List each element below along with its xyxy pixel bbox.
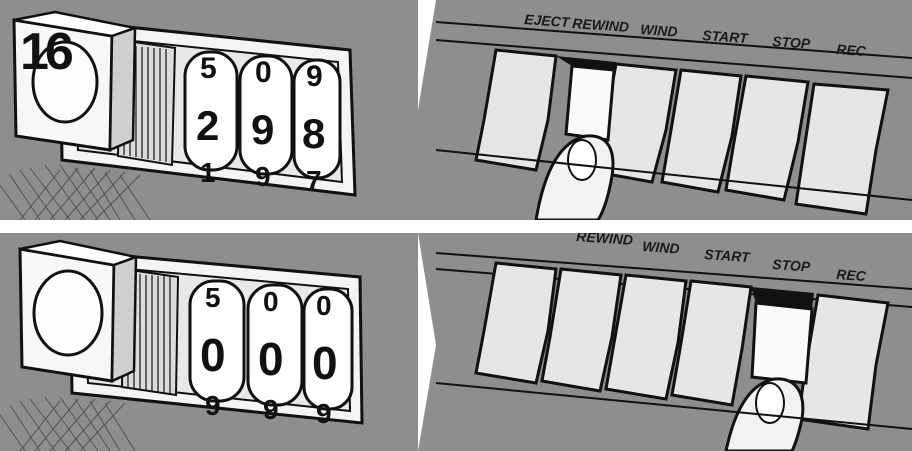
counter-panel-after: 5 0 0 0 0 0 9 9 9 (0, 233, 418, 451)
wheel1-top-digit-after: 5 (205, 282, 221, 313)
label-eject: EJECT (524, 11, 572, 30)
label-stop: STOP (772, 33, 812, 52)
wheel1-bottom-digit: 1 (200, 157, 216, 188)
wheel3-bottom-digit: 7 (306, 165, 322, 196)
wheel2-middle-digit-after: 0 (258, 333, 284, 385)
label-wind: WIND (640, 21, 678, 40)
deck-illustration-stop: REWIND WIND START STOP REC (436, 233, 912, 451)
label-rec-bottom: REC (836, 266, 867, 284)
deck-panel-rewind-pressed: EJECT REWIND WIND START STOP REC (436, 0, 912, 220)
wheel1-top-digit: 5 (200, 52, 217, 85)
wheel2-bottom-digit-after: 9 (263, 394, 279, 425)
wheel2-top-digit: 0 (255, 56, 272, 89)
wheel1-middle-digit-after: 0 (200, 329, 226, 381)
step-number: 16 (20, 26, 70, 78)
wheel2-middle-digit: 9 (251, 106, 274, 153)
label-stop-bottom: STOP (772, 256, 812, 275)
counter-wheels-after: 5 0 0 0 0 0 9 9 9 (190, 281, 352, 429)
wheel1-middle-digit: 2 (196, 102, 219, 149)
deck-illustration-rewind: EJECT REWIND WIND START STOP REC (436, 0, 912, 220)
counter-illustration-after: 5 0 0 0 0 0 9 9 9 (0, 233, 418, 451)
deck-panel-stop-pressed: REWIND WIND START STOP REC (436, 233, 912, 451)
label-rewind-bottom: REWIND (576, 233, 634, 248)
label-rec: REC (836, 41, 867, 59)
wheel1-bottom-digit-after: 9 (205, 390, 221, 421)
label-start-bottom: START (704, 246, 752, 265)
wheel3-middle-digit: 8 (302, 110, 325, 157)
label-wind-bottom: WIND (642, 238, 680, 257)
wheel2-top-digit-after: 0 (263, 286, 279, 317)
wheel3-top-digit: 9 (306, 60, 323, 93)
wheel3-top-digit-after: 0 (316, 290, 332, 321)
wheel2-bottom-digit: 9 (255, 161, 271, 192)
wheel3-middle-digit-after: 0 (312, 337, 338, 389)
wheel3-bottom-digit-after: 9 (316, 398, 332, 429)
panel-separator (418, 0, 436, 451)
label-start: START (702, 27, 750, 46)
counter-wheels-before: 5 0 9 2 9 8 1 9 7 (185, 52, 340, 196)
counter-panel-before: 5 0 9 2 9 8 1 9 7 16 (0, 0, 418, 220)
